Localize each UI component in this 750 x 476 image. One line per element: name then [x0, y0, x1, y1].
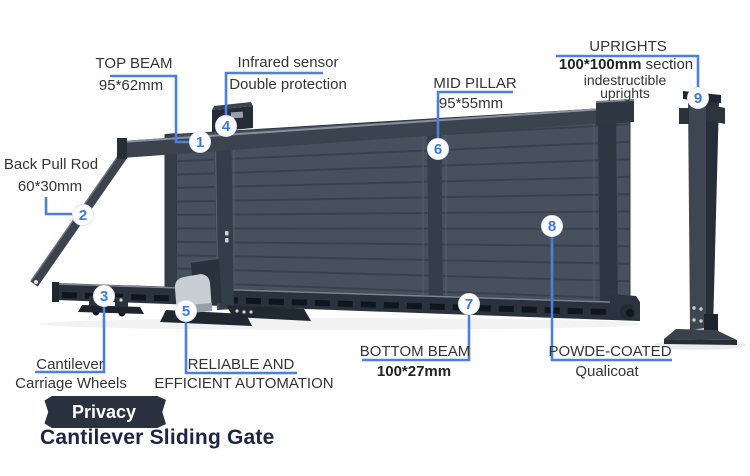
- label-uprights-name: UPRIGHTS: [589, 38, 667, 55]
- leader-bottom-beam: [362, 315, 471, 362]
- label-carriage-name: Cantilever: [36, 356, 104, 373]
- svg-text:4: 4: [222, 118, 231, 135]
- label-infrared-spec: Double protection: [229, 76, 347, 93]
- marker-5: 5: [175, 300, 197, 322]
- label-uprights-spec-rest: section: [641, 56, 694, 73]
- leader-carriage-wheels: [35, 307, 106, 374]
- label-back-pull-rod-spec: 60*30mm: [17, 178, 83, 195]
- marker-8: 8: [541, 215, 563, 237]
- right-frame-pillar: [598, 110, 618, 317]
- leader-top-beam: [110, 74, 189, 144]
- label-mid-pillar-spec: 95*55mm: [438, 95, 504, 112]
- svg-text:2: 2: [79, 207, 87, 224]
- marker-6: 6: [427, 138, 449, 160]
- marker-4: 4: [215, 115, 237, 137]
- label-infrared-name: Infrared sensor: [237, 54, 339, 71]
- label-uprights-line4: uprights: [600, 85, 650, 101]
- label-powder-coated-spec: Qualicoat: [575, 363, 639, 380]
- label-bottom-beam-name: BOTTOM BEAM: [359, 343, 471, 360]
- svg-text:6: 6: [434, 141, 442, 158]
- svg-text:1: 1: [196, 134, 204, 151]
- label-top-beam-name: TOP BEAM: [95, 55, 173, 72]
- leader-powder-coated: [550, 237, 672, 362]
- page-title: Cantilever Sliding Gate: [40, 426, 275, 449]
- marker-7: 7: [458, 293, 480, 315]
- label-top-beam-spec: 95*62mm: [98, 77, 164, 94]
- callout-leader-lines: [35, 54, 700, 375]
- gate-shadow: [40, 318, 640, 330]
- label-automation-line1: RELIABLE AND: [187, 356, 295, 373]
- leader-automation: [184, 322, 297, 375]
- marker-1: 1: [189, 131, 211, 153]
- marker-3: 3: [93, 285, 115, 307]
- svg-text:5: 5: [182, 303, 190, 320]
- label-uprights-spec-bold: 100*100mm: [558, 56, 642, 73]
- svg-text:3: 3: [100, 288, 108, 305]
- svg-text:9: 9: [694, 90, 702, 107]
- label-uprights-line3: indestructible: [583, 72, 667, 88]
- privacy-badge: Privacy: [44, 396, 166, 428]
- mid-pillar: [427, 120, 443, 309]
- label-powder-coated-name: POWDE-COATED: [548, 343, 672, 360]
- label-automation-line2: EFFICIENT AUTOMATION: [154, 375, 334, 392]
- svg-text:8: 8: [548, 218, 556, 235]
- upright-post: [664, 91, 737, 345]
- label-mid-pillar-name: MID PILLAR: [433, 75, 517, 92]
- callout-markers: 1 2 3 4 5 6 7 8 9: [72, 87, 709, 322]
- marker-9: 9: [687, 87, 709, 109]
- leader-uprights: [556, 54, 700, 87]
- left-frame-pillar: [165, 133, 177, 296]
- leader-infrared-sensor: [224, 71, 323, 115]
- leader-back-pull-rod: [44, 197, 72, 216]
- gate-end-cap: [610, 294, 640, 320]
- label-uprights-spec: 100*100mm section: [559, 57, 693, 73]
- label-carriage-spec: Carriage Wheels: [15, 375, 127, 392]
- leader-mid-pillar: [436, 90, 513, 138]
- label-bottom-beam-spec: 100*27mm: [376, 363, 452, 380]
- label-back-pull-rod-name: Back Pull Rod: [3, 156, 99, 173]
- svg-text:7: 7: [465, 296, 473, 313]
- marker-2: 2: [72, 204, 94, 226]
